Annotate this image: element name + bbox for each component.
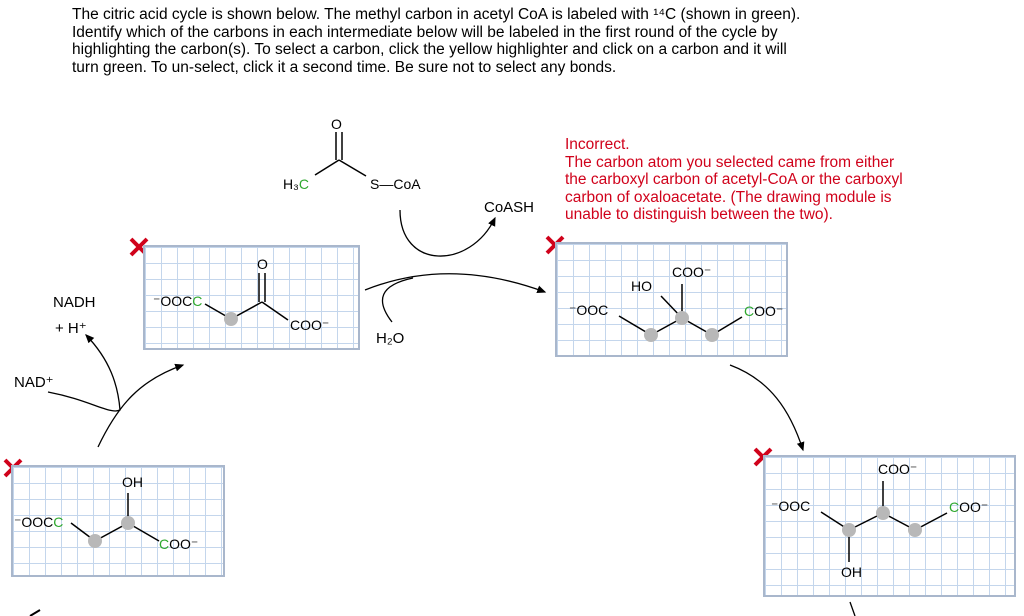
feedback-line-4: unable to distinguish between the two). bbox=[565, 206, 833, 223]
citrate-right-carboxylate: COO⁻ bbox=[744, 303, 783, 319]
nad-label: NAD⁺ bbox=[14, 374, 54, 391]
isocitrate-out-arrow bbox=[849, 601, 856, 616]
instructions-line-3: highlighting the carbon(s). To select a … bbox=[72, 41, 787, 58]
nadh-label: NADH bbox=[53, 294, 96, 311]
isocitrate-oh: OH bbox=[841, 564, 862, 580]
citrate-canvas[interactable]: HO COO⁻ ⁻OOC COO⁻ bbox=[555, 242, 788, 357]
acetyl-coa-structure bbox=[314, 132, 367, 177]
oxaloacetate-c3-atom[interactable] bbox=[224, 312, 238, 326]
coash-label: CoASH bbox=[484, 199, 534, 216]
feedback-line-3: carbon of oxaloacetate. (The drawing mod… bbox=[565, 188, 892, 206]
citrate-c4-atom[interactable] bbox=[705, 328, 719, 342]
isocitrate-c4-atom[interactable] bbox=[908, 523, 922, 537]
citrate-c3-atom[interactable] bbox=[675, 311, 689, 325]
citrate-to-isocitrate-arrow bbox=[729, 364, 805, 452]
feedback-line-2: the carboxyl carbon of acetyl-CoA or the… bbox=[565, 171, 903, 188]
feedback-title: Incorrect. bbox=[565, 136, 630, 153]
malate-canvas[interactable]: OH ⁻OOCC COO⁻ bbox=[11, 465, 225, 577]
feedback-line-1: The carbon atom you selected came from e… bbox=[565, 153, 895, 171]
citrate-ho: HO bbox=[631, 278, 652, 294]
malate-c2-atom[interactable] bbox=[121, 516, 135, 530]
citrate-c2-atom[interactable] bbox=[644, 328, 658, 342]
isocitrate-c3-atom[interactable] bbox=[876, 506, 890, 520]
instructions-line-1: The citric acid cycle is shown below. Th… bbox=[72, 6, 801, 23]
isocitrate-top-carboxylate: COO⁻ bbox=[878, 461, 917, 477]
malate-right-carboxylate: COO⁻ bbox=[159, 536, 198, 552]
feedback-panel: Incorrect. The carbon atom you selected … bbox=[565, 136, 995, 224]
condensation-arrow bbox=[364, 209, 547, 323]
oxaloacetate-left-carboxylate-text: OOC bbox=[160, 293, 192, 309]
h-plus-label: + H⁺ bbox=[55, 320, 87, 337]
oxaloacetate-carbonyl-o: O bbox=[257, 256, 268, 272]
oxaloacetate-left-carboxylate: ⁻OOCC bbox=[153, 293, 202, 309]
oxaloacetate-right-carboxylate: COO⁻ bbox=[290, 317, 329, 333]
instructions-line-4: turn green. To un-select, click it a sec… bbox=[72, 58, 617, 76]
instructions: The citric acid cycle is shown below. Th… bbox=[72, 6, 972, 76]
isocitrate-canvas[interactable]: COO⁻ ⁻OOC COO⁻ OH bbox=[763, 455, 1016, 597]
isocitrate-right-carboxylate: COO⁻ bbox=[949, 499, 988, 515]
isocitrate-c2-atom[interactable] bbox=[842, 523, 856, 537]
acetyl-coa-thioester: S—CoA bbox=[370, 176, 421, 192]
malate-c3-atom[interactable] bbox=[88, 534, 102, 548]
isocitrate-left-carboxylate: ⁻OOC bbox=[771, 498, 810, 514]
water-label: H₂O bbox=[376, 330, 404, 347]
citrate-left-carboxylate: ⁻OOC bbox=[569, 302, 608, 318]
oxaloacetate-canvas[interactable]: O ⁻OOCC COO⁻ bbox=[143, 245, 360, 350]
malate-left-carboxylate: ⁻OOCC bbox=[14, 514, 63, 530]
malate-oh: OH bbox=[122, 474, 143, 490]
instructions-line-2: Identify which of the carbons in each in… bbox=[72, 23, 778, 41]
partial-arrow-bottom-left bbox=[29, 609, 41, 616]
acetyl-coa-methyl: H₃C bbox=[283, 176, 309, 192]
acetyl-coa-carbonyl-o: O bbox=[331, 116, 342, 132]
citrate-top-carboxylate: COO⁻ bbox=[672, 264, 711, 280]
